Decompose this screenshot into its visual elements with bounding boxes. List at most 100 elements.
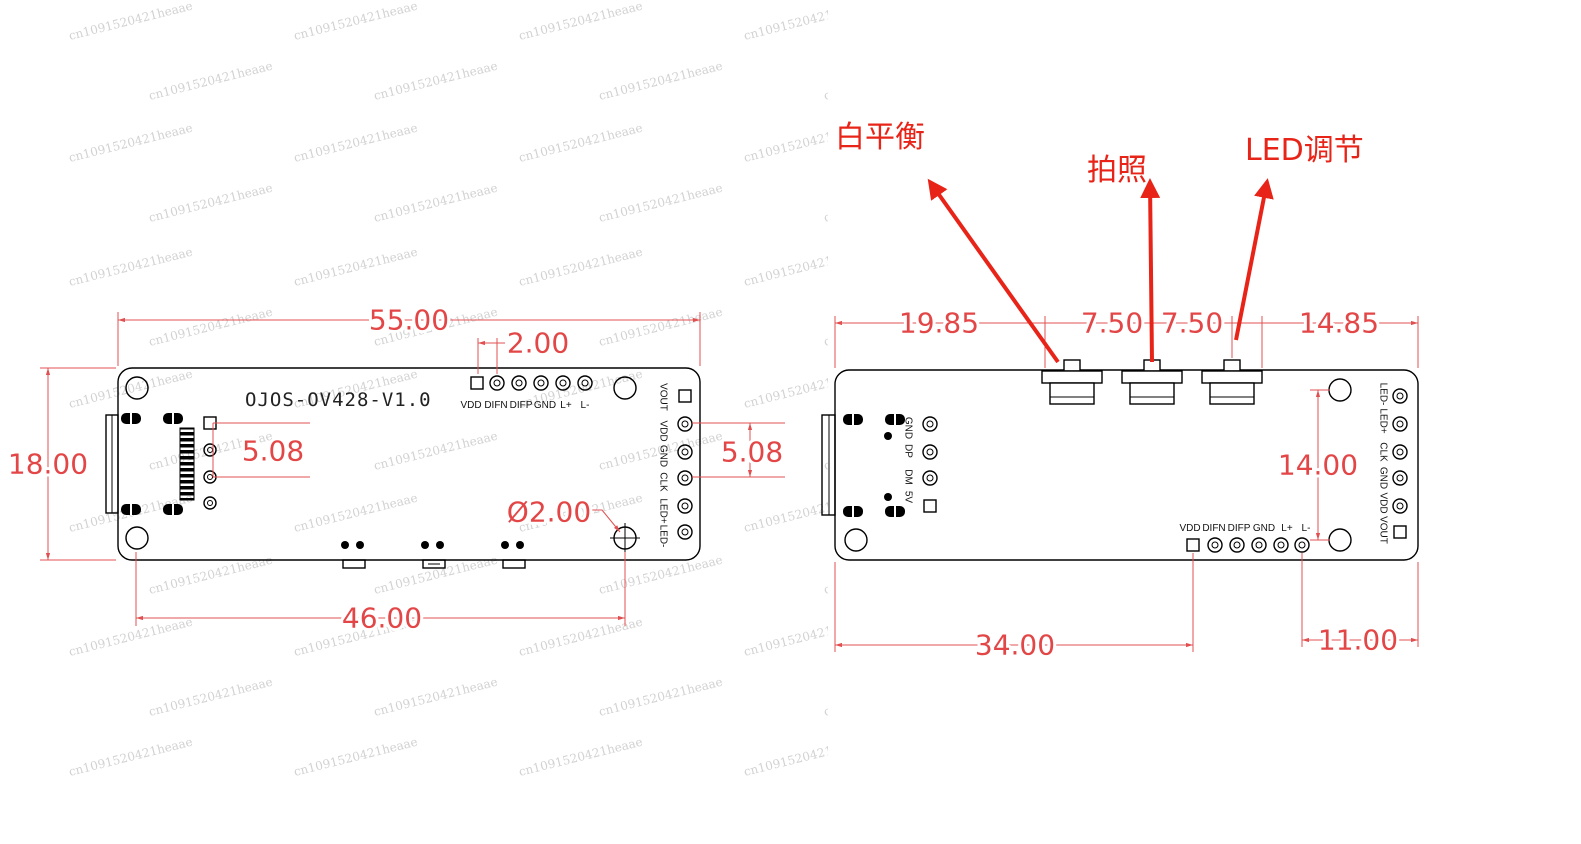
watermark-text: cn1091520421heaae (742, 615, 869, 659)
callout-arrow-white-balance (927, 178, 1060, 364)
left-bottom-component (501, 541, 526, 569)
callout-photo: 拍照 (1087, 153, 1147, 188)
pin-label: LED- (1378, 383, 1389, 406)
watermark-layer: cn1091520421heaae cn1091520421heaae cn1091… (67, 0, 949, 779)
watermark-text: cn1091520421heaae (372, 59, 499, 103)
pin-label: DIFN (1202, 523, 1225, 534)
pin-label: GND (1378, 467, 1389, 489)
dim-button-pitch-1: 7.50 (1081, 307, 1143, 340)
right-hole-bottom-right (1328, 528, 1352, 552)
button-callouts: 白平衡 拍照 LED调节 (835, 120, 1364, 364)
watermark-text: cn1091520421heaae (67, 615, 194, 659)
watermark-text: cn1091520421heaae (517, 245, 644, 289)
left-side-pin-labels: VOUT VDD GND CLK LED+ LED- (658, 383, 669, 547)
pin-label: DIFP (510, 400, 533, 411)
dim-hole-diameter: Ø2.00 (507, 496, 591, 529)
right-bottom-pin-labels: VDD DIFN DIFP GND L+ L- (1179, 523, 1310, 534)
left-fpc-connector (105, 413, 195, 515)
watermark-text: cn1091520421heaae (597, 181, 724, 225)
right-hole-bottom-left (844, 528, 868, 552)
dim-right-pin-pitch: 5.08 (721, 436, 783, 469)
watermark-text: cn1091520421heaae (517, 0, 644, 43)
left-side-pin-header (677, 389, 693, 540)
callout-arrow-photo (1140, 178, 1161, 363)
pin-label: CLK (1378, 442, 1389, 462)
watermark-text: cn1091520421heaae (67, 367, 194, 411)
left-board-label: OJOS-OV428-V1.0 (245, 389, 432, 411)
watermark-text: cn1091520421heaae (67, 0, 194, 43)
callout-white-balance: 白平衡 (835, 120, 925, 155)
pin-label: L+ (560, 400, 572, 411)
callout-led-adjust: LED调节 (1245, 133, 1364, 168)
right-bottom-pin-header (1186, 537, 1310, 553)
watermark-text: cn1091520421heaae (822, 59, 949, 103)
watermark-text: cn1091520421heaae (372, 429, 499, 473)
watermark-text: cn1091520421heaae (597, 59, 724, 103)
dim-height: 18.00 (8, 448, 88, 481)
watermark-text: cn1091520421heaae (147, 675, 274, 719)
dim-hole-spacing: 46.00 (342, 602, 422, 635)
watermark-text: cn1091520421heaae (517, 121, 644, 165)
button-white-balance (1041, 359, 1103, 405)
watermark-text: cn1091520421heaae (147, 553, 274, 597)
watermark-text: cn1091520421heaae (597, 553, 724, 597)
pin-label: DP (903, 444, 914, 458)
watermark-text: cn1091520421heaae (372, 181, 499, 225)
watermark-text: cn1091520421heaae (292, 491, 419, 535)
left-hole-top-right (613, 376, 637, 400)
callout-arrow-led-adjust (1234, 178, 1274, 341)
pin-label: GND (658, 445, 669, 467)
pin-label: VDD (1179, 523, 1200, 534)
watermark-text: cn1091520421heaae (822, 553, 949, 597)
pin-label: LED- (658, 525, 669, 548)
watermark-text: cn1091520421heaae (742, 367, 869, 411)
pin-label: DM (903, 469, 914, 485)
watermark-text: cn1091520421heaae (292, 121, 419, 165)
watermark-text: cn1091520421heaae (147, 59, 274, 103)
right-side-pin-labels: LED- LED+ CLK GND VDD VOUT (1378, 383, 1389, 544)
right-board-dimensions: 19.85 7.50 7.50 14.85 14.00 34.00 11.00 (834, 304, 1419, 665)
watermark-text: cn1091520421heaae (822, 675, 949, 719)
pin-label: GND (903, 417, 914, 439)
left-board-dimensions: 55.00 2.00 18.00 5.08 5.08 Ø2.00 46.00 (5, 301, 786, 638)
left-top-pin-labels: VDD DIFN DIFP GND L+ L- (460, 400, 589, 411)
watermark-text: cn1091520421heaae (147, 305, 274, 349)
pin-label: L- (581, 400, 590, 411)
dim-to-button-1: 19.85 (899, 307, 979, 340)
left-bottom-component (341, 541, 366, 569)
watermark-text: cn1091520421heaae (67, 735, 194, 779)
dim-right-hole-spacing: 14.00 (1278, 449, 1358, 482)
pin-label: DIFN (484, 400, 507, 411)
right-board-drawing: GND DP DM 5V LED- LED+ CLK GND VDD VOUT (821, 359, 1419, 561)
button-photo (1121, 359, 1183, 405)
left-top-pin-header (470, 375, 593, 391)
right-fpc-connector (821, 414, 905, 517)
pin-label: VDD (1378, 492, 1389, 513)
dim-from-button-3: 14.85 (1299, 307, 1379, 340)
watermark-text: cn1091520421heaae (372, 675, 499, 719)
watermark-text: cn1091520421heaae (147, 181, 274, 225)
watermark-text: cn1091520421heaae (597, 305, 724, 349)
right-side-pin-header (1392, 388, 1408, 539)
pin-label: GND (1253, 523, 1275, 534)
pin-label: VDD (460, 400, 481, 411)
dim-top-pin-pitch: 2.00 (507, 327, 569, 360)
watermark-text: cn1091520421heaae (292, 0, 419, 43)
watermark-text: cn1091520421heaae (597, 675, 724, 719)
dim-bottom-pins-to-edge: 11.00 (1318, 624, 1398, 657)
watermark-text: cn1091520421heaae (292, 735, 419, 779)
pin-label: LED+ (658, 498, 669, 523)
pin-label: VDD (658, 420, 669, 441)
left-aux-pin-column (203, 416, 217, 510)
left-hole-bottom-left (125, 526, 149, 550)
dim-left-pin-pitch: 5.08 (242, 435, 304, 468)
dim-width: 55.00 (369, 304, 449, 337)
watermark-text: cn1091520421heaae (517, 735, 644, 779)
pin-label: VOUT (658, 383, 669, 411)
left-hole-bottom-right (610, 523, 640, 553)
watermark-text: cn1091520421heaae (822, 181, 949, 225)
watermark-text: cn1091520421heaae (67, 245, 194, 289)
watermark-text: cn1091520421heaae (372, 553, 499, 597)
dim-button-pitch-2: 7.50 (1161, 307, 1223, 340)
